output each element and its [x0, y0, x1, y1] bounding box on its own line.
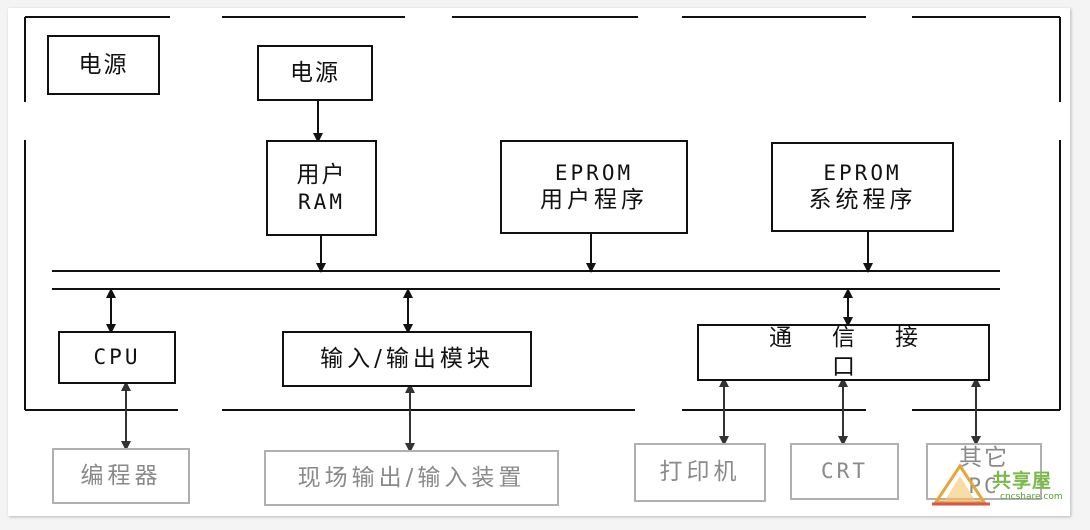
watermark: 共享屋 cncshare.com [930, 462, 1070, 512]
cpu-block: CPU [58, 331, 176, 384]
cpu-label: CPU [93, 345, 141, 370]
power-supply-block: 电源 [257, 45, 373, 101]
comm-interface-label: 通信接口 [769, 324, 958, 380]
outer-frame [24, 16, 1061, 411]
eprom-user-label-1: EPROM [554, 160, 634, 185]
programmer-label: 编程器 [80, 462, 162, 489]
field-io-label: 现场输出/输入装置 [297, 464, 526, 491]
eprom-system-label-1: EPROM [823, 160, 902, 185]
io-module-block: 输入/输出模块 [282, 331, 532, 387]
crt-label: CRT [821, 459, 868, 484]
power-supply-block-left: 电源 [47, 35, 160, 95]
user-ram-label-2: RAM [298, 190, 345, 215]
watermark-site: cncshare.com [1000, 492, 1063, 502]
watermark-logo-icon [932, 463, 990, 506]
eprom-user-label-2: 用户程序 [540, 186, 648, 213]
user-ram-block: 用户 RAM [266, 140, 377, 236]
watermark-name: 共享屋 [992, 470, 1053, 492]
printer-device: 打印机 [634, 443, 766, 502]
connectors [106, 100, 873, 334]
programmer-device: 编程器 [52, 448, 190, 504]
diagram-page [8, 8, 1070, 516]
system-bus [52, 270, 1000, 290]
eprom-system-label-2: 系统程序 [808, 186, 917, 213]
eprom-user-program-block: EPROM 用户程序 [500, 140, 688, 234]
eprom-system-program-block: EPROM 系统程序 [771, 142, 954, 232]
power-supply-label-left: 电源 [78, 51, 129, 78]
io-module-label: 输入/输出模块 [320, 345, 494, 372]
external-connectors [121, 377, 981, 453]
power-supply-label: 电源 [290, 59, 340, 86]
printer-label: 打印机 [659, 459, 741, 486]
other-pc-label-1: 其它 [959, 445, 1009, 471]
comm-interface-block: 通信接口 [697, 324, 990, 381]
field-io-device: 现场输出/输入装置 [264, 450, 559, 506]
user-ram-label-1: 用户 [296, 161, 347, 188]
crt-device: CRT [790, 443, 899, 500]
